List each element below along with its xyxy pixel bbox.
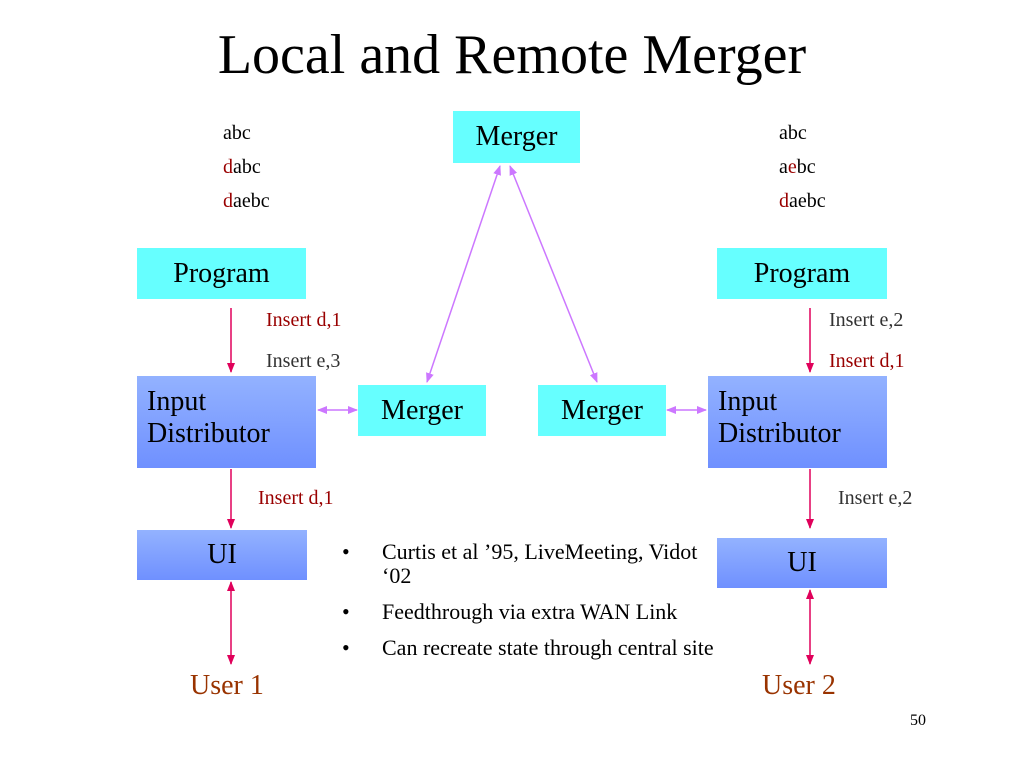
- bullet-item: Feedthrough via extra WAN Link: [338, 600, 728, 625]
- right-merger-label: Merger: [561, 394, 643, 426]
- right-insert-upper-1: Insert e,2: [829, 309, 904, 331]
- left-merger-box: Merger: [358, 385, 486, 436]
- left-input-distributor-box: Input Distributor: [137, 376, 316, 468]
- left-program-label: Program: [173, 257, 270, 289]
- left-ui-label: UI: [207, 539, 237, 570]
- right-insert-upper-2: Insert d,1: [829, 350, 905, 372]
- right-history: abc aebc daebc: [779, 116, 826, 218]
- right-history-line: aebc: [779, 156, 816, 178]
- top-merger-box: Merger: [453, 111, 580, 163]
- user-2-label: User 2: [762, 670, 836, 701]
- right-merger-box: Merger: [538, 385, 666, 436]
- left-history-line: abc: [223, 122, 251, 144]
- bullet-item: Can recreate state through central site: [338, 636, 728, 661]
- user-1-label: User 1: [190, 670, 264, 701]
- right-history-line: daebc: [779, 190, 826, 212]
- left-insert-upper-1: Insert d,1: [266, 309, 342, 331]
- left-history: abc dabc daebc: [223, 116, 270, 218]
- right-insert-lower: Insert e,2: [838, 487, 913, 509]
- left-insert-lower: Insert d,1: [258, 487, 334, 509]
- left-program-box: Program: [137, 248, 306, 299]
- right-history-line: abc: [779, 122, 807, 144]
- right-ui-box: UI: [717, 538, 887, 588]
- right-input-distributor-label: Input Distributor: [718, 386, 841, 449]
- left-merger-label: Merger: [381, 394, 463, 426]
- bullet-list: Curtis et al ’95, LiveMeeting, Vidot ‘02…: [338, 540, 728, 672]
- left-history-line: daebc: [223, 190, 270, 212]
- right-program-label: Program: [753, 257, 851, 289]
- left-ui-box: UI: [137, 530, 307, 580]
- right-ui-label: UI: [787, 547, 817, 578]
- page-number: 50: [910, 712, 926, 729]
- slide-title: Local and Remote Merger: [217, 24, 807, 86]
- right-input-distributor-box: Input Distributor: [708, 376, 887, 468]
- bullet-item: Curtis et al ’95, LiveMeeting, Vidot ‘02: [338, 540, 728, 588]
- right-program-box: Program: [717, 248, 887, 299]
- top-merger-label: Merger: [475, 121, 558, 152]
- left-insert-upper-2: Insert e,3: [266, 350, 341, 372]
- arrow-top-merger-right-merger: [509, 165, 598, 383]
- arrow-top-merger-left-merger: [426, 165, 501, 383]
- left-input-distributor-label: Input Distributor: [147, 386, 270, 449]
- left-history-line: dabc: [223, 156, 261, 178]
